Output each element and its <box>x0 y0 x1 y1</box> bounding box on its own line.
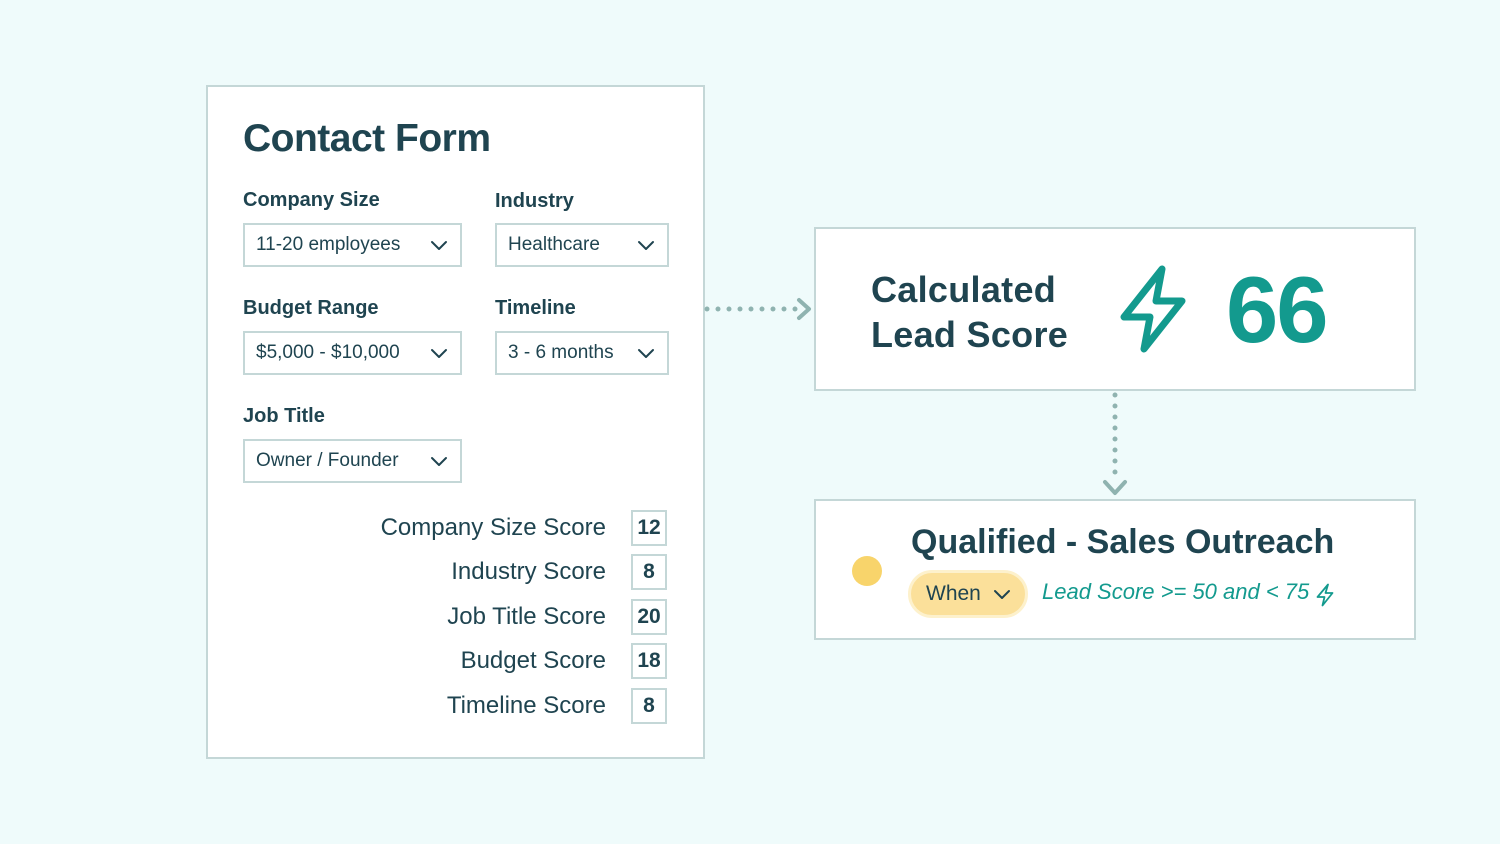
form-title: Contact Form <box>243 117 491 160</box>
timeline-value: 3 - 6 months <box>508 342 614 363</box>
budget-range-value: $5,000 - $10,000 <box>256 342 400 363</box>
budget-range-select[interactable]: $5,000 - $10,000 <box>243 331 462 375</box>
score-row-timeline: Timeline Score 8 <box>447 688 667 724</box>
score-label: Timeline Score <box>446 692 606 719</box>
outcome-title: Qualified - Sales Outreach <box>911 523 1335 561</box>
score-row-budget: Budget Score 18 <box>461 643 667 679</box>
chevron-down-icon <box>431 241 447 250</box>
timeline-select[interactable]: 3 - 6 months <box>495 331 669 375</box>
score-row-industry: Industry Score 8 <box>451 554 667 590</box>
lead-score-heading-line2: Lead Score <box>871 314 1069 355</box>
trigger-dropdown[interactable]: When <box>908 570 1028 618</box>
lead-score-heading-line1: Calculated <box>871 269 1057 310</box>
chevron-down-icon <box>638 349 654 358</box>
industry-select[interactable]: Healthcare <box>495 223 669 267</box>
chevron-down-icon <box>638 241 654 250</box>
industry-value: Healthcare <box>508 234 600 255</box>
company-size-label: Company Size <box>243 189 380 211</box>
chevron-down-icon <box>431 457 447 466</box>
score-label: Job Title Score <box>447 603 606 630</box>
lead-score-heading: Calculated Lead Score <box>871 267 1068 357</box>
score-row-job-title: Job Title Score 20 <box>447 599 667 635</box>
industry-label: Industry <box>495 190 574 212</box>
trigger-value: When <box>926 582 981 605</box>
score-value: 18 <box>631 643 667 679</box>
lead-score-card: Calculated Lead Score 66 <box>814 227 1416 391</box>
score-value: 20 <box>631 599 667 635</box>
chevron-down-icon <box>431 349 447 358</box>
score-value: 12 <box>631 510 667 546</box>
score-label: Budget Score <box>460 647 606 674</box>
lightning-bolt-icon <box>1316 583 1334 607</box>
score-label: Industry Score <box>451 558 606 585</box>
lightning-bolt-icon <box>1120 265 1186 353</box>
score-value: 8 <box>631 688 667 724</box>
contact-form-card: Contact Form Company Size 11-20 employee… <box>206 85 705 759</box>
score-value: 8 <box>631 554 667 590</box>
job-title-value: Owner / Founder <box>256 450 399 471</box>
score-row-company-size: Company Size Score 12 <box>381 510 667 546</box>
score-label: Company Size Score <box>380 514 606 541</box>
budget-range-label: Budget Range <box>243 297 379 319</box>
company-size-select[interactable]: 11-20 employees <box>243 223 462 267</box>
lead-score-value: 66 <box>1226 257 1329 362</box>
company-size-value: 11-20 employees <box>256 234 401 255</box>
job-title-select[interactable]: Owner / Founder <box>243 439 462 483</box>
job-title-label: Job Title <box>243 405 325 427</box>
chevron-down-icon <box>994 590 1010 599</box>
timeline-label: Timeline <box>495 297 576 319</box>
connector-arrow-right <box>704 298 811 320</box>
condition-text: Lead Score >= 50 and < 75 <box>1042 579 1310 604</box>
connector-arrow-down <box>1103 392 1127 495</box>
status-dot <box>852 556 882 586</box>
outcome-card: Qualified - Sales Outreach When Lead Sco… <box>814 499 1416 640</box>
